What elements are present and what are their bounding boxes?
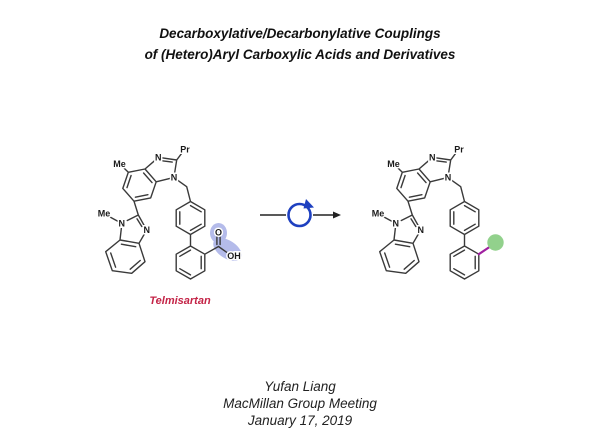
cooh-bonds (204, 236, 228, 255)
title-line-1: Decarboxylative/Decarbonylative Coupling… (159, 26, 441, 41)
catalytic-cycle-arrowhead-icon (303, 199, 314, 209)
arrow-head-icon (333, 211, 341, 219)
reactant-double-bonds (110, 160, 202, 276)
new-bond (477, 245, 491, 256)
slide-title: Decarboxylative/Decarbonylative Coupling… (0, 23, 600, 65)
product-structure: Me Pr N N Me N N (370, 143, 504, 280)
title-line-2: of (Hetero)Aryl Carboxylic Acids and Der… (144, 47, 456, 62)
atom-label-n-imine-top: N (429, 152, 436, 162)
atom-label-n-imine-lower: N (417, 225, 424, 235)
atom-label-n-amine-top: N (171, 172, 178, 182)
footer-group: MacMillan Group Meeting (223, 396, 377, 411)
atom-label-propyl: Pr (180, 145, 190, 155)
atom-label-n-amine-lower: N (118, 218, 125, 228)
atom-label-methyl-lower: Me (98, 209, 111, 219)
reactant-structure: Me Pr N N Me N N O OH (96, 143, 242, 280)
atom-label-methyl-lower: Me (372, 209, 385, 219)
atom-label-n-amine-lower: N (392, 218, 399, 228)
atom-label-hydroxyl: OH (227, 251, 241, 261)
product-skeleton-bonds (379, 152, 480, 280)
atom-label-methyl-top: Me (113, 159, 126, 169)
reactant-name-label: Telmisartan (149, 295, 211, 307)
footer-date: January 17, 2019 (247, 413, 353, 428)
reaction-arrow (260, 199, 341, 228)
atom-label-methyl-top: Me (387, 159, 400, 169)
atom-label-n-amine-top: N (445, 172, 452, 182)
catalytic-cycle-icon (287, 202, 312, 228)
product-double-bonds (384, 160, 476, 276)
atom-label-carbonyl-o: O (215, 228, 222, 238)
atom-label-n-imine-lower: N (143, 225, 150, 235)
coupling-partner-dot (487, 234, 504, 251)
atom-label-propyl: Pr (454, 145, 464, 155)
footer: Yufan Liang MacMillan Group Meeting Janu… (0, 378, 600, 429)
cooh-highlight-top (210, 223, 227, 243)
footer-author: Yufan Liang (264, 379, 336, 394)
reactant-skeleton-bonds (105, 152, 206, 280)
atom-label-n-imine-top: N (155, 152, 162, 162)
